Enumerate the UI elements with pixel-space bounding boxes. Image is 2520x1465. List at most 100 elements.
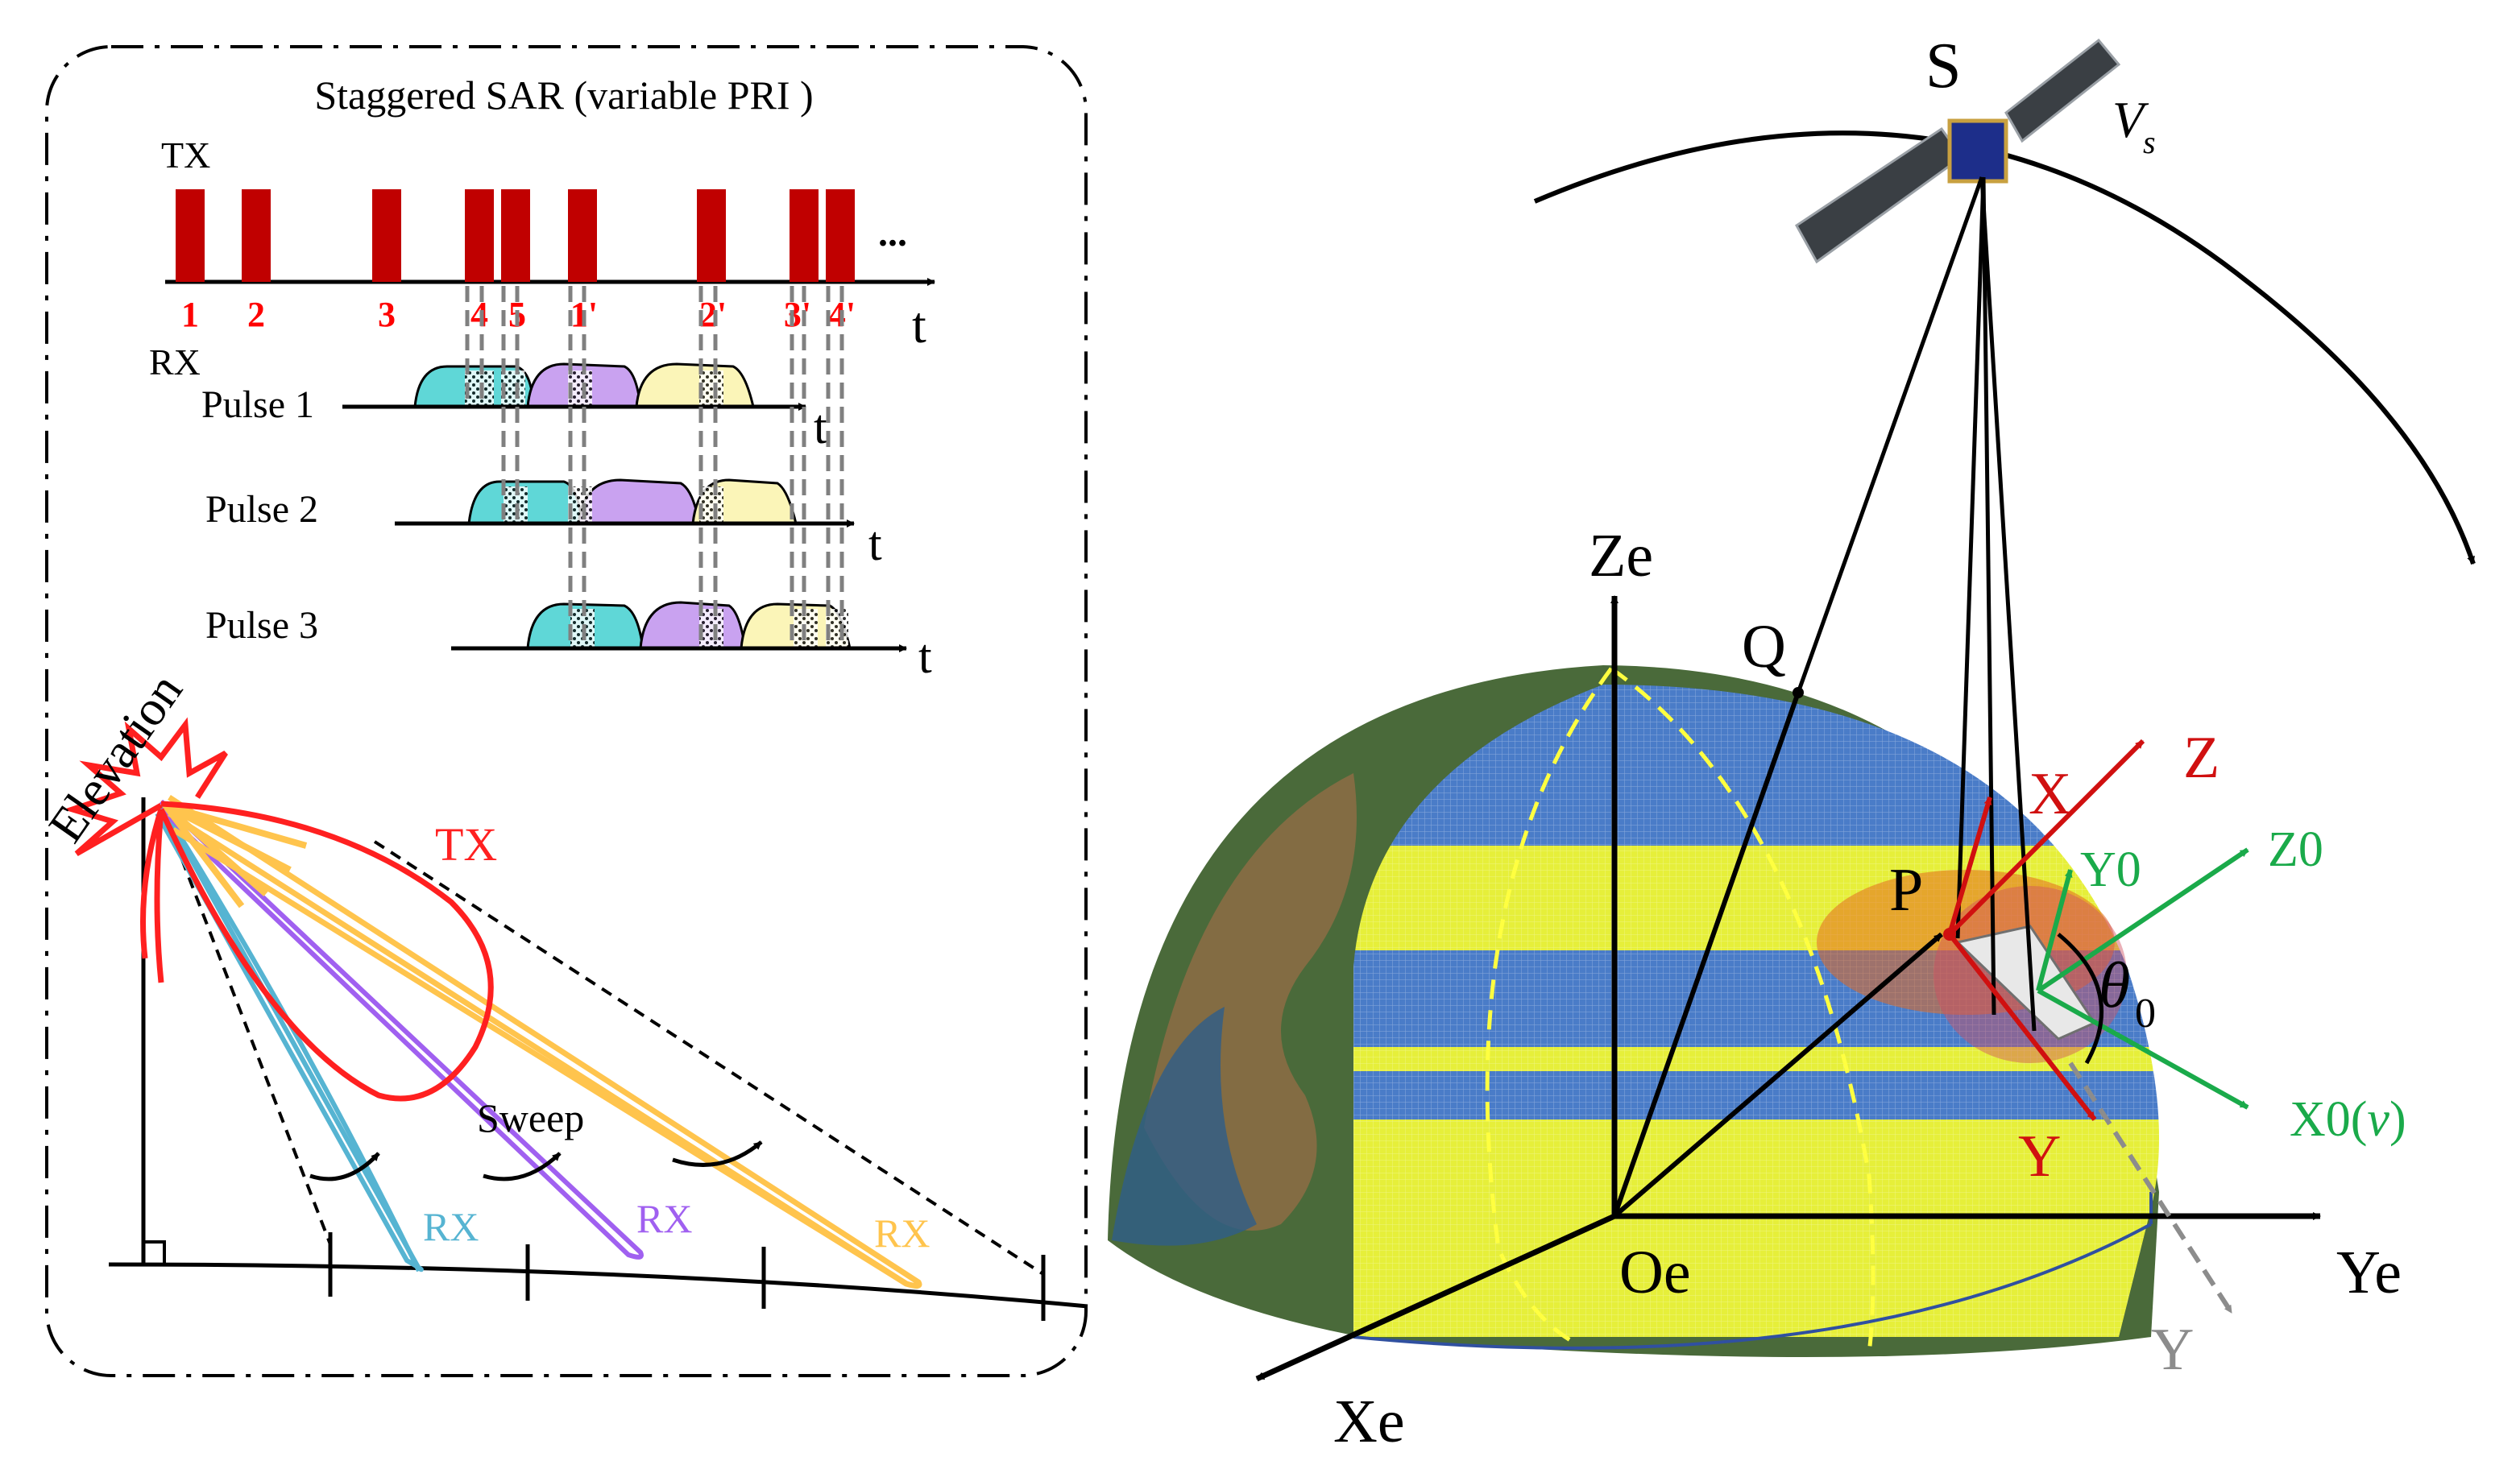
meridian-dashed [1610, 666, 1875, 1354]
pulse-number: 2' [699, 295, 727, 334]
velocity-subscript: s [2143, 124, 2156, 160]
line-of-sight [1796, 176, 2037, 1032]
ship-x-label: X0(v) [2290, 1092, 2406, 1147]
theta-label: θ [2099, 950, 2130, 1021]
tx-footprint-edge [160, 805, 332, 1245]
echo-overlap [699, 609, 723, 648]
tx-pulse [826, 189, 855, 282]
ground-ticks [328, 1232, 1046, 1321]
ground-y-label: Y [2151, 1317, 2194, 1383]
tx-pulse [790, 189, 819, 282]
echo-yellow [635, 362, 755, 408]
tx-label: TX [161, 134, 210, 176]
tx-pulse [242, 189, 271, 282]
rx-beam-far [172, 827, 908, 1286]
satellite-label: S [1925, 31, 1962, 101]
ship-frame [2036, 847, 2249, 1110]
earth-to-q [1612, 692, 1801, 1217]
tx-t-label: t [912, 296, 926, 354]
tx-ellipsis: ... [878, 212, 907, 255]
earth-x-axis [1255, 1213, 1616, 1382]
ground-surface [108, 1262, 1088, 1309]
pulse-number: 3' [784, 295, 811, 334]
panel-border [45, 45, 1088, 1377]
equator-edge [1353, 1223, 2152, 1350]
local-z-label: Z [2183, 725, 2220, 791]
sweep-arrows [309, 1140, 763, 1182]
local-x-label: X [2029, 761, 2071, 827]
meridian-dashed [1485, 667, 1614, 1347]
ship-y-label: Y0 [2080, 842, 2141, 897]
sweep-label: Sweep [477, 1095, 584, 1140]
rx-pulse-3: Pulse 3 t [205, 601, 932, 683]
pulse-number: 4 [470, 295, 488, 334]
left-panel: Staggered SAR (variable PRI ) TX ... 1 2… [39, 45, 1088, 1377]
echo-overlap [699, 486, 723, 524]
pulse-1-label: Pulse 1 [201, 383, 314, 426]
pulse-2-label: Pulse 2 [205, 488, 318, 531]
tx-pulse [465, 189, 494, 282]
pulse-number: 3 [378, 295, 396, 334]
pulse-3-t-label: t [918, 630, 932, 683]
echo-overlap [465, 370, 494, 407]
theta-subscript: 0 [2135, 991, 2156, 1037]
echo-overlap [699, 370, 723, 407]
solar-panel [2004, 38, 2121, 143]
pulse-number: 1 [181, 295, 199, 334]
tx-pulse [501, 189, 530, 282]
right-panel: S V s [1108, 31, 2476, 1455]
sidelobes [162, 802, 308, 908]
point-q-label: Q [1742, 613, 1786, 681]
earth-y-label: Ye [2336, 1239, 2402, 1306]
tx-beam-mainlobe [158, 801, 494, 1102]
point-q [1793, 687, 1804, 698]
echo-violet [639, 601, 747, 650]
tx-pulse [697, 189, 726, 282]
local-y-label: Y [2018, 1124, 2061, 1190]
pulse-1-t-label: t [814, 400, 827, 453]
earth-ocean [1112, 1007, 1257, 1246]
local-frame [1947, 739, 2145, 1121]
right-angle-mark [143, 1240, 166, 1264]
point-p-label: P [1889, 856, 1923, 924]
velocity-label: V [2112, 91, 2149, 148]
tx-footprint-edge [373, 840, 1045, 1276]
rx-pulse-1: Pulse 1 t [201, 362, 827, 453]
earth-z-label: Ze [1589, 522, 1653, 590]
rx-beam-label-near: RX [423, 1204, 479, 1249]
pulse-3-label: Pulse 3 [205, 604, 318, 647]
ground-y-projection [2068, 1062, 2234, 1314]
tx-pulse [568, 189, 597, 282]
rx-pulse-2: Pulse 2 t [205, 478, 882, 570]
elevation-sweep-geometry: Elevation TX Sweep RX RX RX [39, 664, 1088, 1321]
solar-panel [1795, 126, 1964, 264]
ship-v-text: v [2367, 1092, 2389, 1147]
satellite: S V s [1795, 31, 2156, 264]
ship-z-label: Z0 [2268, 822, 2323, 877]
satellite-bus [1947, 118, 2008, 184]
pulse-number: 2 [247, 295, 265, 334]
earth-to-p [1613, 932, 1943, 1219]
tx-beam-label: TX [435, 818, 497, 871]
rx-beam-near [159, 804, 421, 1273]
echo-violet [577, 478, 701, 525]
panel-title: Staggered SAR (variable PRI ) [314, 72, 813, 118]
alignment-guides [465, 286, 844, 644]
orbit-arc [1533, 130, 2476, 565]
earth-x-label: Xe [1333, 1388, 1405, 1455]
rx-label: RX [149, 341, 201, 383]
earth-origin-label: Oe [1619, 1239, 1691, 1306]
tx-pulse [176, 189, 205, 282]
rx-beam-label-far: RX [874, 1210, 930, 1256]
rx-beam-label-mid: RX [636, 1196, 692, 1241]
rx-beam-far [168, 795, 922, 1289]
tx-pulse [372, 189, 401, 282]
pulse-2-t-label: t [868, 517, 882, 570]
tx-beam-sidelobes [63, 717, 228, 983]
theta-arc [2057, 933, 2103, 1065]
tx-pulse-train [176, 189, 855, 282]
rx-beam-mid [159, 799, 644, 1260]
ship-x-text: X0( [2290, 1092, 2367, 1147]
ship-x-close: ) [2389, 1092, 2406, 1147]
